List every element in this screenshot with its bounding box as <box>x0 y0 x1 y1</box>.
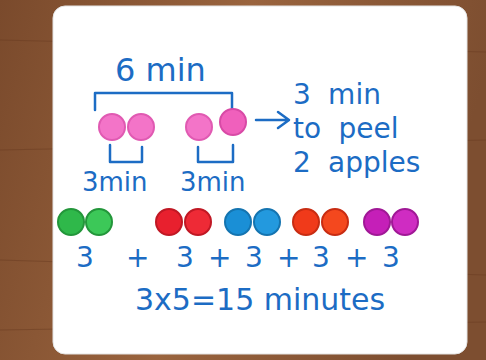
pink-counter <box>128 114 154 140</box>
pink-counter <box>99 114 125 140</box>
green-counter <box>86 209 112 235</box>
handwritten-label: 3 <box>382 241 400 275</box>
handwritten-label: + <box>126 241 149 275</box>
green-counter <box>58 209 84 235</box>
handwritten-label: 3min <box>82 167 148 198</box>
purple-counter <box>364 209 390 235</box>
blue-counter <box>254 209 280 235</box>
whiteboard <box>53 6 467 354</box>
pair-bracket <box>110 145 142 162</box>
pink-counter <box>186 114 212 140</box>
arrow <box>256 112 289 128</box>
handwritten-label: 6 min <box>115 51 206 89</box>
handwritten-label: + <box>277 241 300 275</box>
purple-counter <box>392 209 418 235</box>
orange-counter <box>293 209 319 235</box>
handwritten-label: + <box>345 241 368 275</box>
handwritten-label: 3 <box>176 241 194 275</box>
red-counter <box>156 209 182 235</box>
handwritten-label: 3 <box>76 241 94 275</box>
handwritten-label: 3 <box>245 241 263 275</box>
note-text: 3 min to peel 2 apples <box>293 78 423 180</box>
orange-counter <box>322 209 348 235</box>
handwritten-label: 3min <box>180 167 246 198</box>
red-counter <box>185 209 211 235</box>
handwritten-label: 3 <box>312 241 330 275</box>
blue-counter <box>225 209 251 235</box>
total-bracket <box>95 93 232 110</box>
pair-bracket <box>198 145 233 162</box>
pink-counter <box>220 109 246 135</box>
group-counters <box>58 209 418 235</box>
handwritten-label: + <box>208 241 231 275</box>
handwritten-label: 3x5=15 minutes <box>135 282 385 318</box>
apple-counters <box>99 109 246 140</box>
